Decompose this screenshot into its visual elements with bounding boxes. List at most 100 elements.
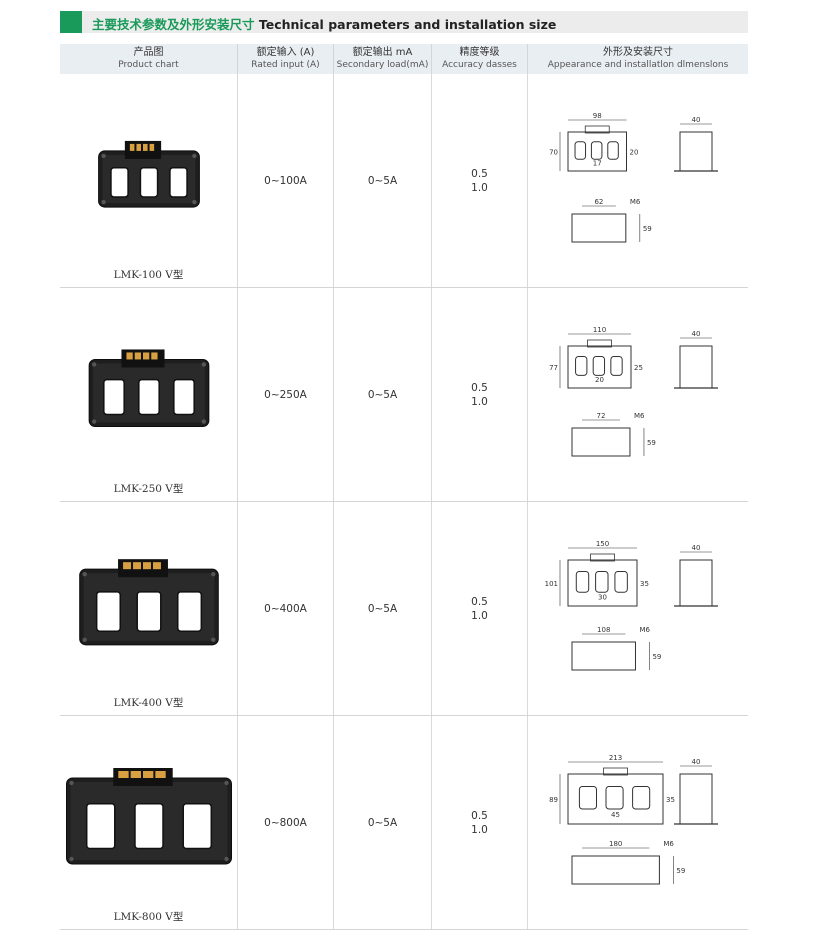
depth-dim-label: 40: [692, 544, 701, 552]
mount-outline: [571, 641, 636, 671]
width-dim-label: 98: [593, 112, 602, 120]
mount-outline: [571, 427, 631, 457]
height-dim-label: 101: [545, 580, 558, 588]
front-outline: [567, 131, 627, 172]
mount-outline: [571, 213, 627, 243]
transformer-body-icon: [79, 559, 219, 646]
model-label: LMK-400 V型: [113, 697, 184, 709]
conductor-window: [103, 378, 125, 416]
product-image: [88, 349, 210, 428]
front-window: [574, 141, 587, 160]
width-dim-label: 213: [609, 754, 622, 762]
col-header-rated-input: 额定输入 (A)Rated input (A): [238, 44, 334, 74]
front-window: [592, 356, 606, 376]
section-title-en: Technical parameters and installation si…: [258, 17, 557, 32]
screw-icon: [82, 637, 87, 643]
side-height-label: 59: [676, 867, 685, 875]
transformer-body-icon: [88, 349, 210, 428]
terminal-screw-icon: [118, 771, 129, 778]
screw-icon: [201, 419, 207, 424]
terminal-screw-icon: [129, 143, 135, 151]
front-window: [605, 786, 624, 810]
screw-icon: [69, 856, 74, 862]
transformer-body-icon: [66, 768, 232, 865]
conductor-window: [95, 591, 121, 632]
side-view-drawing: 40: [674, 758, 718, 825]
front-window: [610, 356, 623, 376]
front-outline: [567, 345, 632, 389]
secondary-value: 0~5A: [367, 174, 398, 187]
bolt-size-label: M6: [634, 412, 645, 420]
model-label: LMK-100 V型: [113, 269, 184, 281]
mount-dim-label: 72: [597, 412, 606, 420]
screw-icon: [91, 362, 97, 367]
height-dim-label: 70: [549, 149, 558, 157]
screw-icon: [101, 153, 106, 159]
side-outline: [679, 131, 713, 172]
depth-dim-label: 40: [692, 116, 701, 124]
bolt-size-label: M6: [639, 626, 650, 634]
terminal-screw-icon: [133, 562, 141, 570]
rated-input-cell: 0~800A: [238, 716, 334, 929]
screw-icon: [192, 199, 197, 205]
window-height-label: 35: [640, 580, 649, 588]
section-title: 主要技术参数及外形安装尺寸 Technical parameters and i…: [92, 14, 556, 33]
product-image: [66, 768, 232, 865]
secondary-cell: 0~5A: [334, 716, 432, 929]
terminal-screw-icon: [155, 771, 166, 778]
front-window: [595, 571, 609, 593]
front-terminal: [603, 767, 628, 776]
rated-input-value: 0~800A: [264, 816, 307, 829]
screw-icon: [201, 362, 207, 367]
model-label: LMK-250 V型: [113, 483, 184, 495]
width-dim-label: 150: [596, 540, 609, 548]
rated-input-cell: 0~400A: [238, 502, 334, 715]
secondary-value: 0~5A: [367, 388, 398, 401]
conductor-window: [173, 378, 195, 416]
front-window: [632, 786, 651, 810]
conductor-window: [138, 378, 160, 416]
bolt-size-label: M6: [663, 840, 674, 848]
model-label: LMK-800 V型: [113, 911, 184, 923]
height-dim-label: 77: [549, 364, 558, 372]
conductor-window: [177, 591, 203, 632]
screw-icon: [101, 199, 106, 205]
product-image: [79, 559, 219, 646]
window-height-label: 25: [634, 364, 643, 372]
screw-icon: [91, 419, 97, 424]
conductor-window: [110, 167, 129, 198]
conductor-window: [182, 803, 213, 850]
rated-input-cell: 0~250A: [238, 288, 334, 501]
secondary-cell: 0~5A: [334, 502, 432, 715]
product-cell: LMK-400 V型: [60, 502, 238, 715]
side-view-drawing: 40: [674, 544, 718, 607]
terminal-screw-icon: [126, 352, 133, 360]
window-width-label: 45: [611, 811, 620, 819]
front-outline: [567, 559, 638, 607]
mount-dim-label: 62: [594, 198, 603, 206]
window-width-label: 20: [595, 376, 604, 384]
screw-icon: [192, 153, 197, 159]
mount-dim-label: 180: [609, 840, 622, 848]
front-window: [614, 571, 628, 593]
